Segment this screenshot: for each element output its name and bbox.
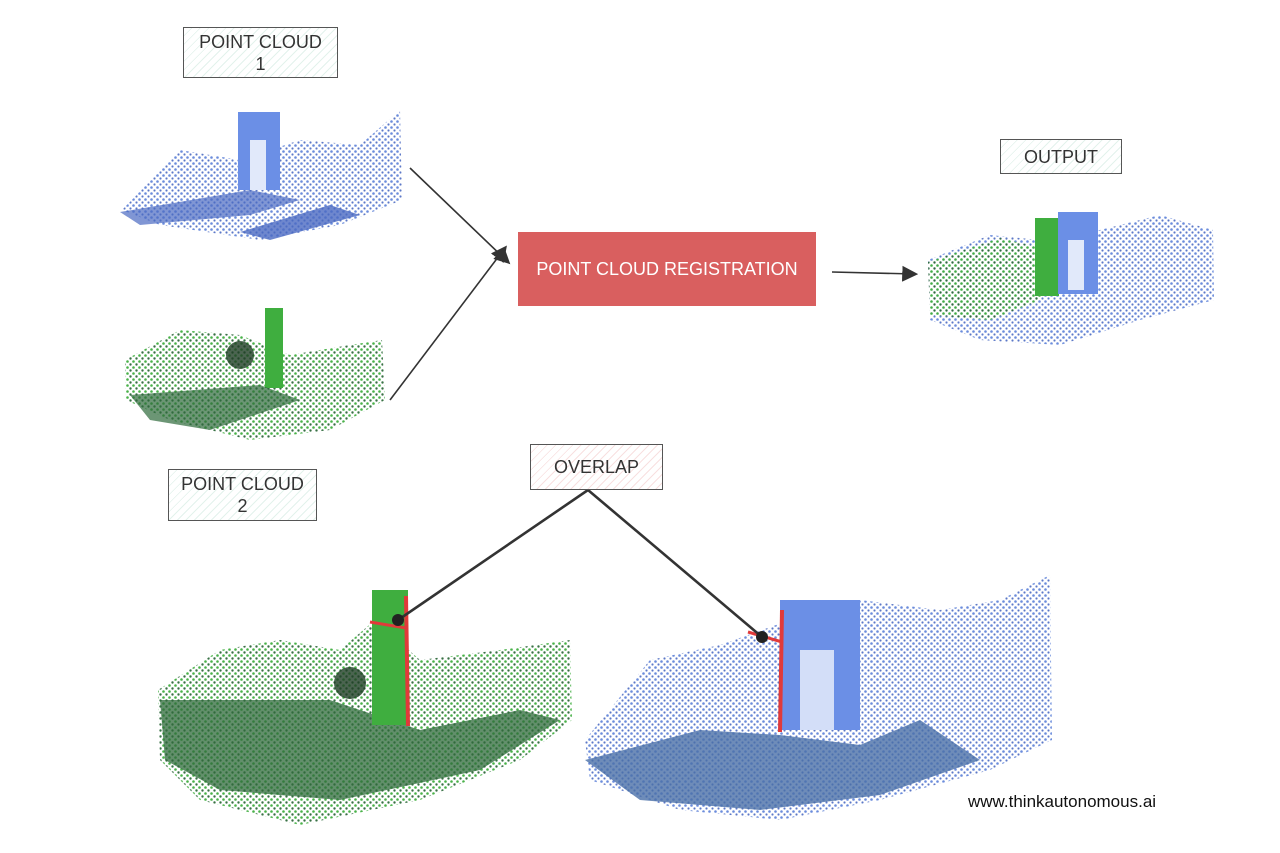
output-point-cloud-image [928, 212, 1214, 345]
overlap-label: OVERLAP [530, 444, 663, 490]
overlap-point-left [392, 614, 404, 626]
point-cloud-registration-box: POINT CLOUD REGISTRATION [518, 232, 816, 306]
point-cloud-2-image [125, 308, 385, 440]
overlap-connector-left [397, 488, 589, 622]
arrow-pc2-to-registration [389, 245, 507, 401]
point-cloud-1-image [120, 110, 402, 240]
overlap-point-right [756, 631, 768, 643]
overlap-green-detail-image [158, 590, 572, 825]
overlap-edge-blue [778, 609, 784, 733]
overlap-blue-detail-image [585, 575, 1052, 820]
watermark-url: www.thinkautonomous.ai [968, 792, 1157, 811]
arrow-registration-to-output [831, 265, 919, 282]
overlap-connector-right [587, 489, 763, 638]
arrow-pc1-to-registration [409, 167, 511, 265]
point-cloud-2-label: POINT CLOUD 2 [168, 469, 317, 521]
overlap-edge-green-cross [369, 620, 407, 630]
point-cloud-1-label: POINT CLOUD 1 [183, 27, 338, 78]
output-label: OUTPUT [1000, 139, 1122, 174]
overlap-edge-green [404, 595, 410, 727]
